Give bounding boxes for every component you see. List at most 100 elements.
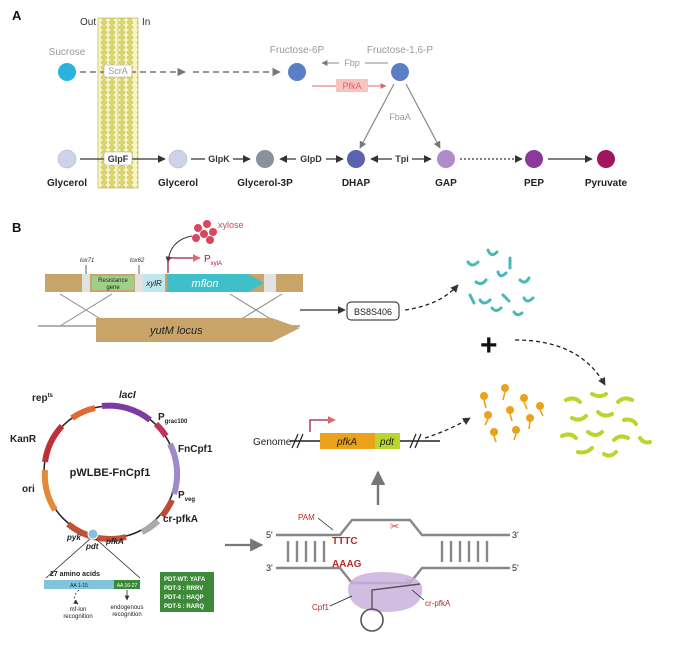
pam-pointer xyxy=(317,517,334,531)
panel-a-label: A xyxy=(12,8,22,23)
strain-to-bacteria-arrow xyxy=(404,284,459,311)
pam-label: PAM xyxy=(298,513,315,522)
pep-node xyxy=(525,150,543,168)
orange-bacteria xyxy=(480,384,544,443)
tag-aa-label: 27 amino acids xyxy=(50,571,100,578)
plasmid-name: pWLBE-FnCpf1 xyxy=(70,467,151,479)
tpi-bg xyxy=(392,153,412,165)
genome-pdt-label: pdt xyxy=(379,437,395,448)
aaag-label: AAAG xyxy=(332,559,362,570)
strand-5-right: 5' xyxy=(512,563,519,573)
dsdna-rungs xyxy=(286,541,489,562)
sucrose-node xyxy=(58,63,76,81)
glycerol-in-node xyxy=(168,149,188,169)
gap-node xyxy=(437,150,455,168)
genome-label: Genome xyxy=(253,437,292,448)
laci-segment xyxy=(101,402,152,423)
gap-label: GAP xyxy=(435,178,457,189)
xylr-label: xylR xyxy=(145,279,162,288)
endo-label-2: recognition xyxy=(112,612,141,618)
cpf1-pointer xyxy=(329,595,353,607)
lox62-site xyxy=(135,274,143,292)
glpf-label: GlpF xyxy=(108,154,129,164)
genome-promoter xyxy=(309,416,336,432)
crossover-2 xyxy=(59,293,113,327)
pgrac-segment xyxy=(153,421,169,438)
tag-seg1 xyxy=(44,580,114,589)
xylose-label: xylose xyxy=(218,220,244,230)
tttc-label: TTTC xyxy=(332,536,358,547)
kanr-segment xyxy=(42,423,65,463)
pfka-box xyxy=(336,79,368,92)
fbp-bg xyxy=(339,57,365,68)
pep-label: PEP xyxy=(524,178,544,189)
crpfka-plasmid-label: cr-pfkA xyxy=(163,514,198,525)
scissors-top-icon: ✂ xyxy=(390,521,399,533)
crrna-loop xyxy=(360,608,384,632)
yutm-label: yutM locus xyxy=(149,325,203,337)
glycerol-in-label: Glycerol xyxy=(158,178,198,189)
crrna-strand xyxy=(371,583,421,609)
genome-pdt xyxy=(375,433,400,449)
fbaa-arrow-dhap xyxy=(359,83,395,149)
variant-3: PDT-4 : HAQP xyxy=(164,595,204,601)
glycerol-out-node xyxy=(57,149,77,169)
fructose16p-node xyxy=(391,63,409,81)
strand-3-left: 3' xyxy=(266,563,273,573)
plus-to-mix-arrow xyxy=(514,339,606,386)
tag-seg2 xyxy=(114,580,140,589)
plus-sign: + xyxy=(480,329,498,362)
glpk-bg xyxy=(205,153,233,165)
fructose6p-node xyxy=(288,63,306,81)
rep-label: repts xyxy=(32,393,54,404)
cpf1-label: Cpf1 xyxy=(312,603,329,612)
tag-seg1-label: AA 1-15 xyxy=(70,583,88,589)
green-bacteria xyxy=(560,392,652,458)
yutm-locus xyxy=(96,318,300,342)
fncpf1-label: FnCpf1 xyxy=(178,444,213,455)
panel-b-label: B xyxy=(12,220,21,235)
membrane-in-label: In xyxy=(142,17,150,28)
kanr-label: KanR xyxy=(10,434,37,445)
glpd-bg xyxy=(296,153,326,165)
scra-box xyxy=(103,64,133,78)
lox71-site xyxy=(82,274,90,292)
strain-label: BS8S406 xyxy=(354,307,392,317)
membrane-out-label: Out xyxy=(80,17,96,28)
xylose-molecules xyxy=(192,220,217,244)
variant-4: PDT-5 : RARQ xyxy=(164,604,204,610)
teal-bacteria xyxy=(466,248,535,317)
glpd-label: GlpD xyxy=(300,154,322,164)
resistance-label-1: Resistance xyxy=(98,278,128,284)
crpfka-crispr-label: cr-pfkA xyxy=(425,599,451,608)
laci-label: lacI xyxy=(119,390,136,401)
rep-segment xyxy=(70,405,96,421)
crpfka-segment xyxy=(140,518,161,535)
pveg-label: Pveg xyxy=(178,490,195,503)
fbaa-arrow-gap xyxy=(405,83,441,149)
junction-site xyxy=(264,274,276,292)
pgrac-label: Pgrac100 xyxy=(158,412,188,425)
fbaa-label: FbaA xyxy=(389,112,411,122)
fructose16p-label: Fructose-1,6-P xyxy=(367,45,433,56)
strand-3-right: 3' xyxy=(512,530,519,540)
variant-2: PDT-3 : RRRV xyxy=(164,586,203,592)
genome-break-left xyxy=(291,433,304,449)
dhap-label: DHAP xyxy=(342,178,371,189)
glycerol3p-node xyxy=(256,150,274,168)
resistance-label-2: gene xyxy=(106,285,120,291)
tag-seg2-label: AA 16-27 xyxy=(117,583,138,589)
lox62-label: lox62 xyxy=(130,258,145,264)
sucrose-label: Sucrose xyxy=(49,47,86,58)
mf-label-2: recognition xyxy=(63,614,92,620)
pfka-label: PfkA xyxy=(342,81,361,91)
xylr-gene xyxy=(143,274,165,292)
mflon-label: mflon xyxy=(192,278,219,290)
genome-pfka xyxy=(320,433,375,449)
mf-arrow xyxy=(73,589,80,605)
pveg-segment xyxy=(159,498,175,518)
genome-pfka-label: pfkA xyxy=(336,437,357,448)
pfka-plasmid-label: pfkA xyxy=(105,537,124,546)
ori-segment xyxy=(41,469,58,512)
pxyla-label: PxylA xyxy=(204,254,222,267)
